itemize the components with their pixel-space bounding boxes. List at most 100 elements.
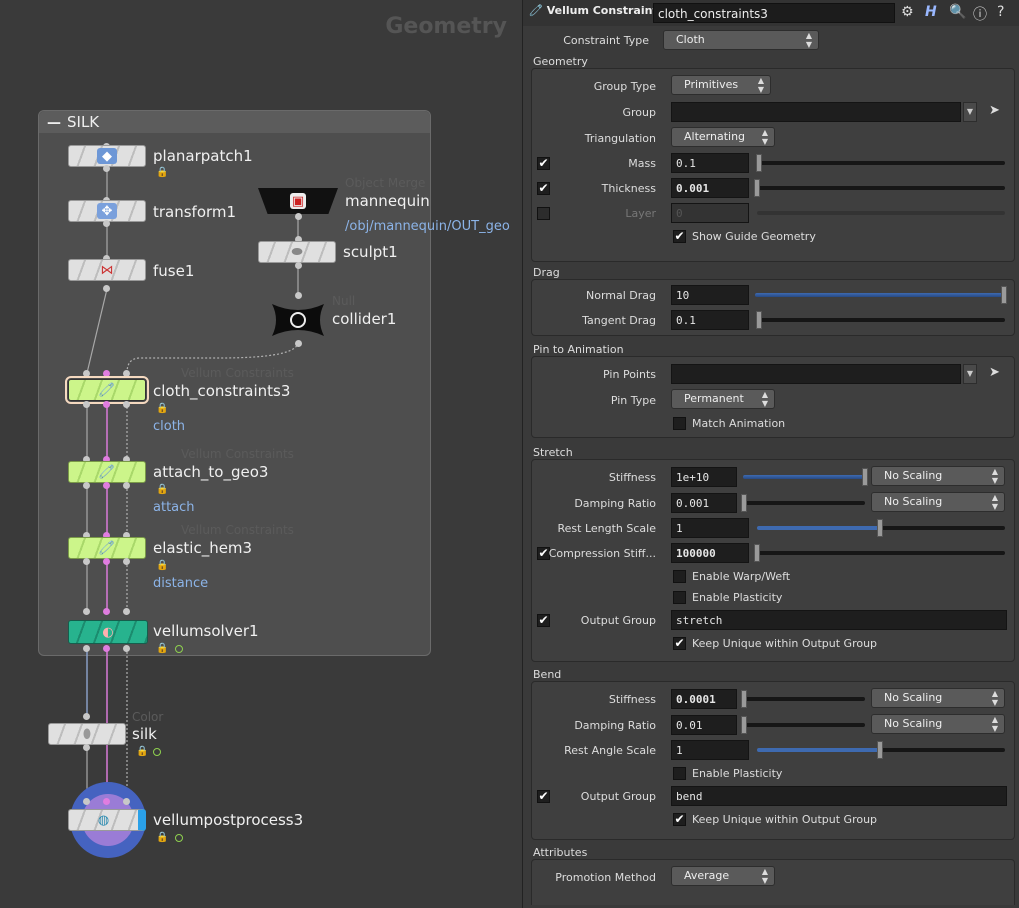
rest-length-slider-handle[interactable] — [877, 519, 883, 537]
tangent-drag-slider[interactable] — [757, 318, 1005, 322]
node-planarpatch1[interactable]: ◆ — [68, 145, 146, 167]
layer-field[interactable]: 0 — [671, 203, 749, 223]
node-output-port[interactable] — [123, 401, 130, 408]
network-box-header[interactable]: — SILK — [39, 111, 430, 133]
show-guide-checkbox[interactable]: ✔ — [673, 229, 686, 243]
compression-slider[interactable] — [757, 551, 1005, 555]
bend-damping-slider-handle[interactable] — [741, 716, 747, 734]
node-input-port[interactable] — [123, 370, 130, 377]
node-output-port[interactable] — [103, 401, 110, 408]
node-input-port[interactable] — [103, 532, 110, 539]
pin-type-menu[interactable]: Permanent ▲▼ — [671, 389, 775, 409]
bend-keep-unique-checkbox[interactable]: ✔ — [673, 812, 686, 826]
rest-length-field[interactable]: 1 — [671, 518, 749, 538]
display-flag-icon[interactable] — [175, 645, 183, 653]
node-input-port[interactable] — [123, 608, 130, 615]
node-input-port[interactable] — [83, 532, 90, 539]
node-output-port[interactable] — [103, 165, 110, 172]
thickness-field[interactable]: 0.001 — [671, 178, 749, 198]
mass-slider-handle[interactable] — [756, 154, 762, 172]
normal-drag-slider[interactable] — [755, 293, 1005, 297]
normal-drag-field[interactable]: 10 — [671, 285, 749, 305]
node-vellumpostprocess3[interactable]: ◍ — [68, 809, 146, 831]
selection-arrow-icon[interactable]: ➤ — [989, 365, 1000, 380]
bend-damping-field[interactable]: 0.01 — [671, 715, 737, 735]
node-transform1[interactable]: ✥ — [68, 200, 146, 222]
node-input-port[interactable] — [295, 236, 302, 243]
tangent-drag-slider-handle[interactable] — [756, 311, 762, 329]
rest-angle-field[interactable]: 1 — [671, 740, 749, 760]
node-elastic-hem3[interactable]: 🧷 — [68, 537, 146, 559]
node-input-port[interactable] — [123, 456, 130, 463]
node-input-port[interactable] — [83, 798, 90, 805]
help-icon[interactable]: ? — [997, 4, 1005, 20]
display-flag-icon[interactable] — [175, 834, 183, 842]
stretch-stiffness-scaling-menu[interactable]: No Scaling ▲▼ — [871, 466, 1005, 486]
node-input-port[interactable] — [123, 532, 130, 539]
node-output-port[interactable] — [295, 213, 302, 220]
node-output-port[interactable] — [83, 645, 90, 652]
stretch-damping-field[interactable]: 0.001 — [671, 493, 737, 513]
help-h-icon[interactable]: H — [925, 4, 937, 20]
pin-points-field[interactable] — [671, 364, 961, 384]
bend-output-group-checkbox[interactable]: ✔ — [537, 789, 550, 803]
compression-slider-handle[interactable] — [754, 544, 760, 562]
node-output-port[interactable] — [83, 558, 90, 565]
node-collider1[interactable] — [270, 300, 326, 340]
info-icon[interactable]: ⓘ — [973, 7, 987, 23]
node-vellumsolver1[interactable]: ◐ — [68, 620, 148, 644]
warp-weft-checkbox[interactable] — [673, 570, 686, 583]
node-input-port[interactable] — [83, 370, 90, 377]
node-output-port[interactable] — [123, 482, 130, 489]
normal-drag-slider-handle[interactable] — [1001, 286, 1007, 304]
node-output-port[interactable] — [103, 645, 110, 652]
collapse-icon[interactable]: — — [47, 115, 61, 131]
network-editor[interactable]: Geometry — SILK — [0, 0, 521, 908]
stretch-stiffness-slider[interactable] — [743, 475, 865, 479]
node-input-port[interactable] — [83, 713, 90, 720]
stretch-damping-scaling-menu[interactable]: No Scaling ▲▼ — [871, 492, 1005, 512]
node-mannequin[interactable]: ▣ — [258, 188, 338, 214]
bend-output-group-field[interactable]: bend — [671, 786, 1007, 806]
rest-angle-slider-handle[interactable] — [877, 741, 883, 759]
thickness-slider-handle[interactable] — [754, 179, 760, 197]
stretch-output-group-field[interactable]: stretch — [671, 610, 1007, 630]
node-name-field[interactable]: cloth_constraints3 — [653, 3, 895, 23]
gear-icon[interactable]: ⚙ — [901, 4, 914, 20]
node-output-port[interactable] — [103, 220, 110, 227]
tangent-drag-field[interactable]: 0.1 — [671, 310, 749, 330]
node-output-port[interactable] — [83, 744, 90, 751]
bend-damping-slider[interactable] — [743, 723, 865, 727]
node-fuse1[interactable]: ⋈ — [68, 259, 146, 281]
bend-damping-scaling-menu[interactable]: No Scaling ▲▼ — [871, 714, 1005, 734]
bend-stiffness-slider[interactable] — [743, 697, 865, 701]
bend-stiffness-field[interactable]: 0.0001 — [671, 689, 737, 709]
group-dropdown-button[interactable]: ▼ — [963, 102, 977, 122]
stretch-stiffness-field[interactable]: 1e+10 — [671, 467, 737, 487]
search-icon[interactable]: 🔍 — [949, 4, 967, 20]
node-input-port[interactable] — [83, 456, 90, 463]
node-output-port[interactable] — [295, 340, 302, 347]
node-sculpt1[interactable]: ⬬ — [258, 241, 336, 263]
node-output-port[interactable] — [295, 262, 302, 269]
node-input-port[interactable] — [83, 608, 90, 615]
group-type-menu[interactable]: Primitives ▲▼ — [671, 75, 771, 95]
node-input-port[interactable] — [103, 255, 110, 262]
layer-slider[interactable] — [757, 211, 1005, 215]
match-animation-checkbox[interactable] — [673, 417, 686, 430]
triangulation-menu[interactable]: Alternating ▲▼ — [671, 127, 775, 147]
node-output-port[interactable] — [103, 482, 110, 489]
node-input-port[interactable] — [103, 608, 110, 615]
stretch-damping-slider-handle[interactable] — [741, 494, 747, 512]
stretch-plasticity-checkbox[interactable] — [673, 591, 686, 604]
node-attach-to-geo3[interactable]: 🧷 — [68, 461, 146, 483]
mass-slider[interactable] — [757, 161, 1005, 165]
operator-type[interactable]: 🧷 Vellum Constraints — [529, 4, 664, 17]
display-flag-icon[interactable] — [153, 748, 161, 756]
node-silk[interactable]: ⬮ — [48, 723, 126, 745]
node-output-port[interactable] — [123, 645, 130, 652]
node-input-port[interactable] — [103, 798, 110, 805]
pin-points-dropdown-button[interactable]: ▼ — [963, 364, 977, 384]
bend-stiffness-slider-handle[interactable] — [741, 690, 747, 708]
node-input-port[interactable] — [295, 292, 302, 299]
